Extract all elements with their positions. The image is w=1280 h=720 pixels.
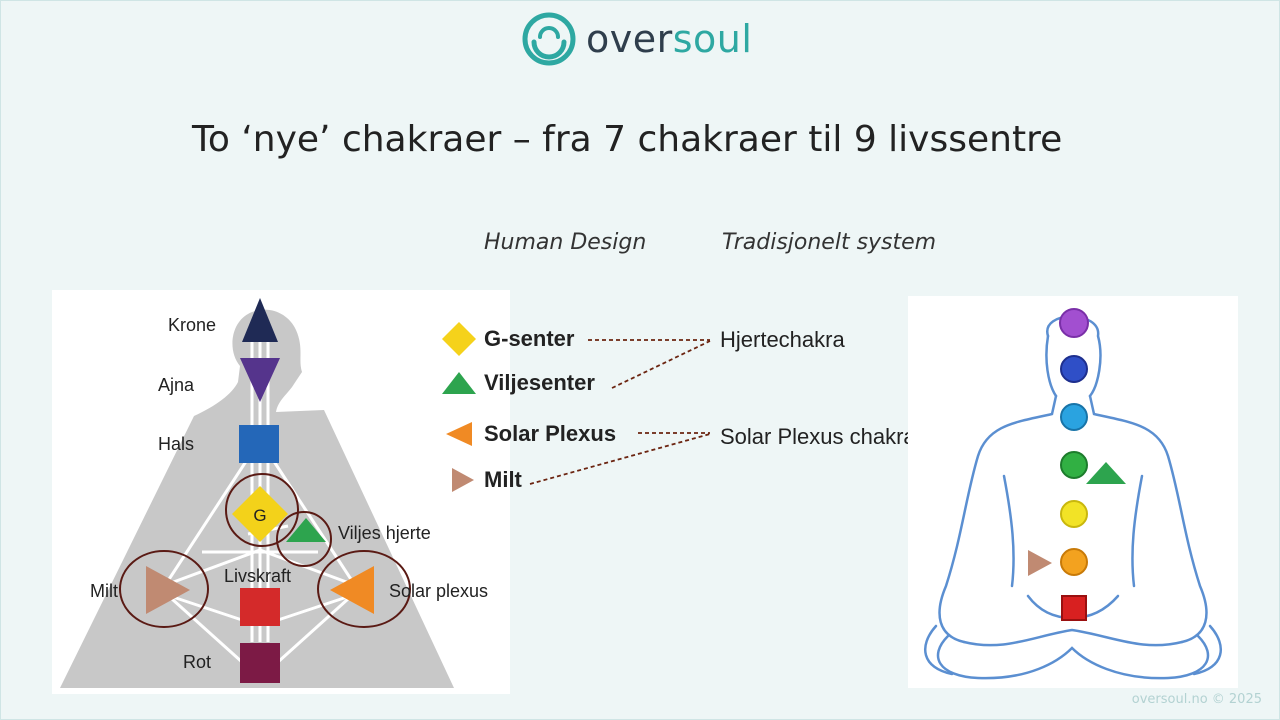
milt-label: Milt	[90, 581, 118, 601]
rot-center	[240, 643, 280, 683]
rot-label: Rot	[183, 652, 211, 672]
highlight-circles	[119, 473, 411, 628]
crown-chakra-icon	[1059, 308, 1089, 338]
solar-highlight-circle	[317, 550, 411, 628]
oversoul-logo-icon	[522, 12, 576, 66]
legend-item-milt: Milt	[442, 466, 522, 494]
hals-center	[239, 425, 279, 463]
solar-label: Solar plexus	[389, 581, 488, 601]
legend-item-g-senter: G-senter	[442, 322, 574, 356]
yellow-diamond-icon	[442, 322, 476, 356]
legend-label-viljesenter: Viljesenter	[484, 370, 595, 395]
livskraft-center	[240, 588, 280, 626]
orange-triangle-left-icon	[446, 422, 472, 446]
third-eye-chakra-icon	[1060, 355, 1088, 383]
viljes-center	[286, 518, 326, 542]
legend-label-g-senter: G-senter	[484, 326, 575, 351]
legend-label-milt: Milt	[484, 467, 522, 492]
chakra-column	[1059, 308, 1089, 621]
hals-label: Hals	[158, 434, 194, 454]
traditional-hjertechakra: Hjertechakra	[720, 327, 845, 352]
meditating-figure-illustration	[924, 308, 1222, 680]
milt-highlight-circle	[119, 550, 209, 628]
g-label: G	[253, 506, 266, 525]
g-center	[232, 486, 288, 542]
root-chakra-icon	[1061, 595, 1087, 621]
ajna-label: Ajna	[158, 375, 195, 395]
krone-center	[242, 298, 278, 342]
viljes-highlight-circle	[276, 511, 332, 567]
connector-milt-to-solar	[529, 433, 711, 485]
legend-label-solar-plexus: Solar Plexus	[484, 421, 617, 446]
solar-center	[330, 566, 374, 614]
milt-center	[146, 566, 190, 614]
heart-chakra-icon	[1060, 451, 1088, 479]
g-highlight-circle	[225, 473, 299, 547]
column-heading-human-design: Human Design	[484, 230, 647, 255]
logo-text: oversoul	[586, 17, 753, 61]
ajna-center	[240, 358, 280, 402]
sacral-chakra-icon	[1060, 548, 1088, 576]
legend-item-viljesenter: Viljesenter	[442, 370, 595, 396]
connector-vilje-to-hjerte	[611, 340, 711, 389]
column-heading-traditional: Tradisjonelt system	[722, 230, 937, 255]
throat-chakra-icon	[1060, 403, 1088, 431]
viljes-label: Viljes hjerte	[338, 523, 431, 543]
krone-label: Krone	[168, 315, 216, 335]
tan-triangle-right-icon	[452, 468, 474, 492]
tan-triangle-marker-icon	[1028, 550, 1052, 576]
bodygraph-diagram: G Krone Ajna Hals Viljes hjerte Livskraf…	[60, 298, 488, 688]
green-triangle-marker-icon	[1086, 462, 1126, 484]
livskraft-label: Livskraft	[224, 566, 291, 586]
green-triangle-up-icon	[442, 372, 476, 394]
traditional-solar-plexus-chakra: Solar Plexus chakra	[720, 424, 916, 449]
body-outline	[924, 315, 1222, 680]
footer-copyright: oversoul.no © 2025	[1131, 692, 1262, 707]
page-title: To ‘nye’ chakraer – fra 7 chakraer til 9…	[192, 119, 1063, 160]
meditation-figure-panel	[908, 296, 1238, 688]
bodygraph-panel: G Krone Ajna Hals Viljes hjerte Livskraf…	[52, 290, 510, 694]
legend-item-solar-plexus: Solar Plexus	[442, 420, 616, 448]
solar-plexus-chakra-icon	[1060, 500, 1088, 528]
logo: oversoul	[522, 12, 752, 66]
